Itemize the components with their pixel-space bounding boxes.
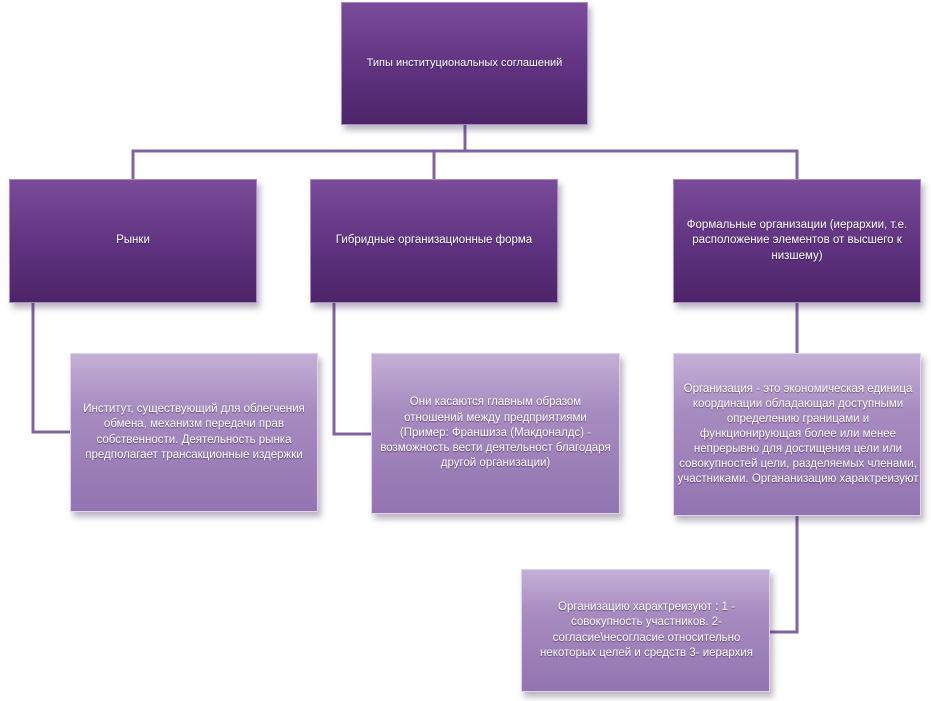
markets-node-label: Рынки [116,234,150,247]
formal-organizations-description-text: Организация - это экономическая единица … [677,383,919,485]
organization-characteristics-node: Организацию характреизуют : 1 - совокупн… [521,569,770,692]
markets-description-node: Институт, существующий для облегчения об… [70,353,318,512]
hybrid-forms-node-label: Гибридные организационные форма [335,234,533,247]
hybrid-forms-node: Гибридные организационные форма [310,179,558,303]
formal-organizations-description-node: Организация - это экономическая единица … [673,353,921,516]
markets-node: Рынки [9,179,257,303]
root-node: Типы институциональных соглашений [341,2,588,125]
hybrid-forms-description-text: Они касаются главным образом отношений м… [380,396,611,470]
hybrid-forms-description-node: Они касаются главным образом отношений м… [371,353,620,514]
markets-description-text: Институт, существующий для облегчения об… [83,402,305,461]
formal-organizations-node: Формальные организации (иерархии, т.е. р… [673,179,921,303]
root-node-label: Типы институциональных соглашений [366,57,563,70]
organization-characteristics-text: Организацию характреизуют : 1 - совокупн… [539,600,754,659]
formal-organizations-node-label: Формальные организации (иерархии, т.е. р… [686,219,908,262]
